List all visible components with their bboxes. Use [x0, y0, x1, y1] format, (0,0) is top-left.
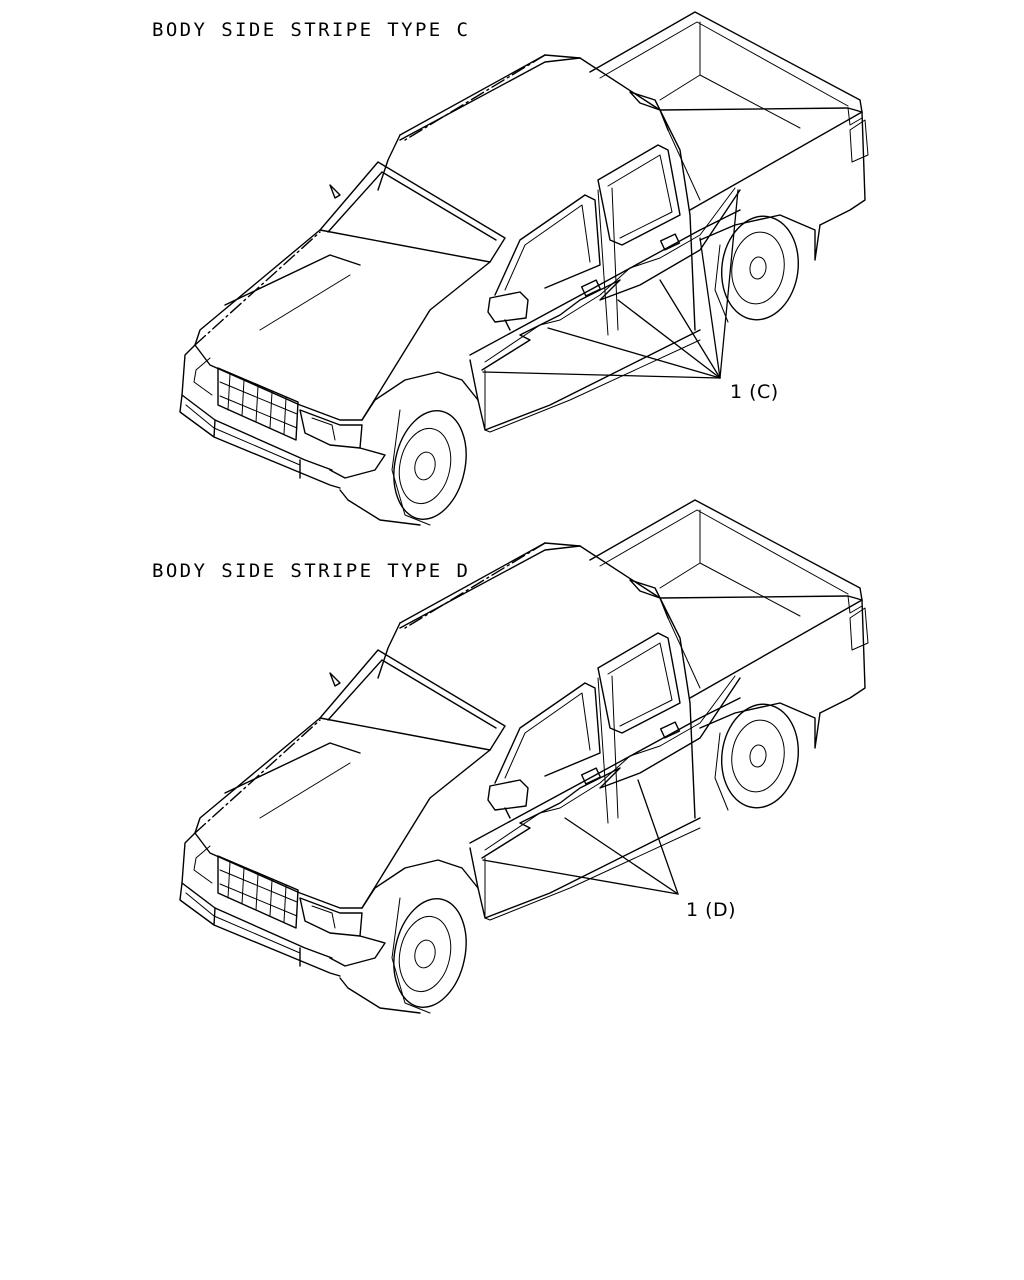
callout-leaders-type-d: [482, 779, 679, 895]
callout-leaders-type-c: [482, 189, 739, 379]
truck-illustration-type-c: [179, 11, 869, 527]
truck-illustration-type-d: [179, 499, 869, 1015]
callout-label-type-d: 1 (D): [686, 899, 737, 921]
figure-title-type-d: BODY SIDE STRIPE TYPE D: [152, 560, 471, 582]
callout-label-type-c: 1 (C): [730, 381, 779, 403]
figure-title-type-c: BODY SIDE STRIPE TYPE C: [152, 19, 471, 41]
